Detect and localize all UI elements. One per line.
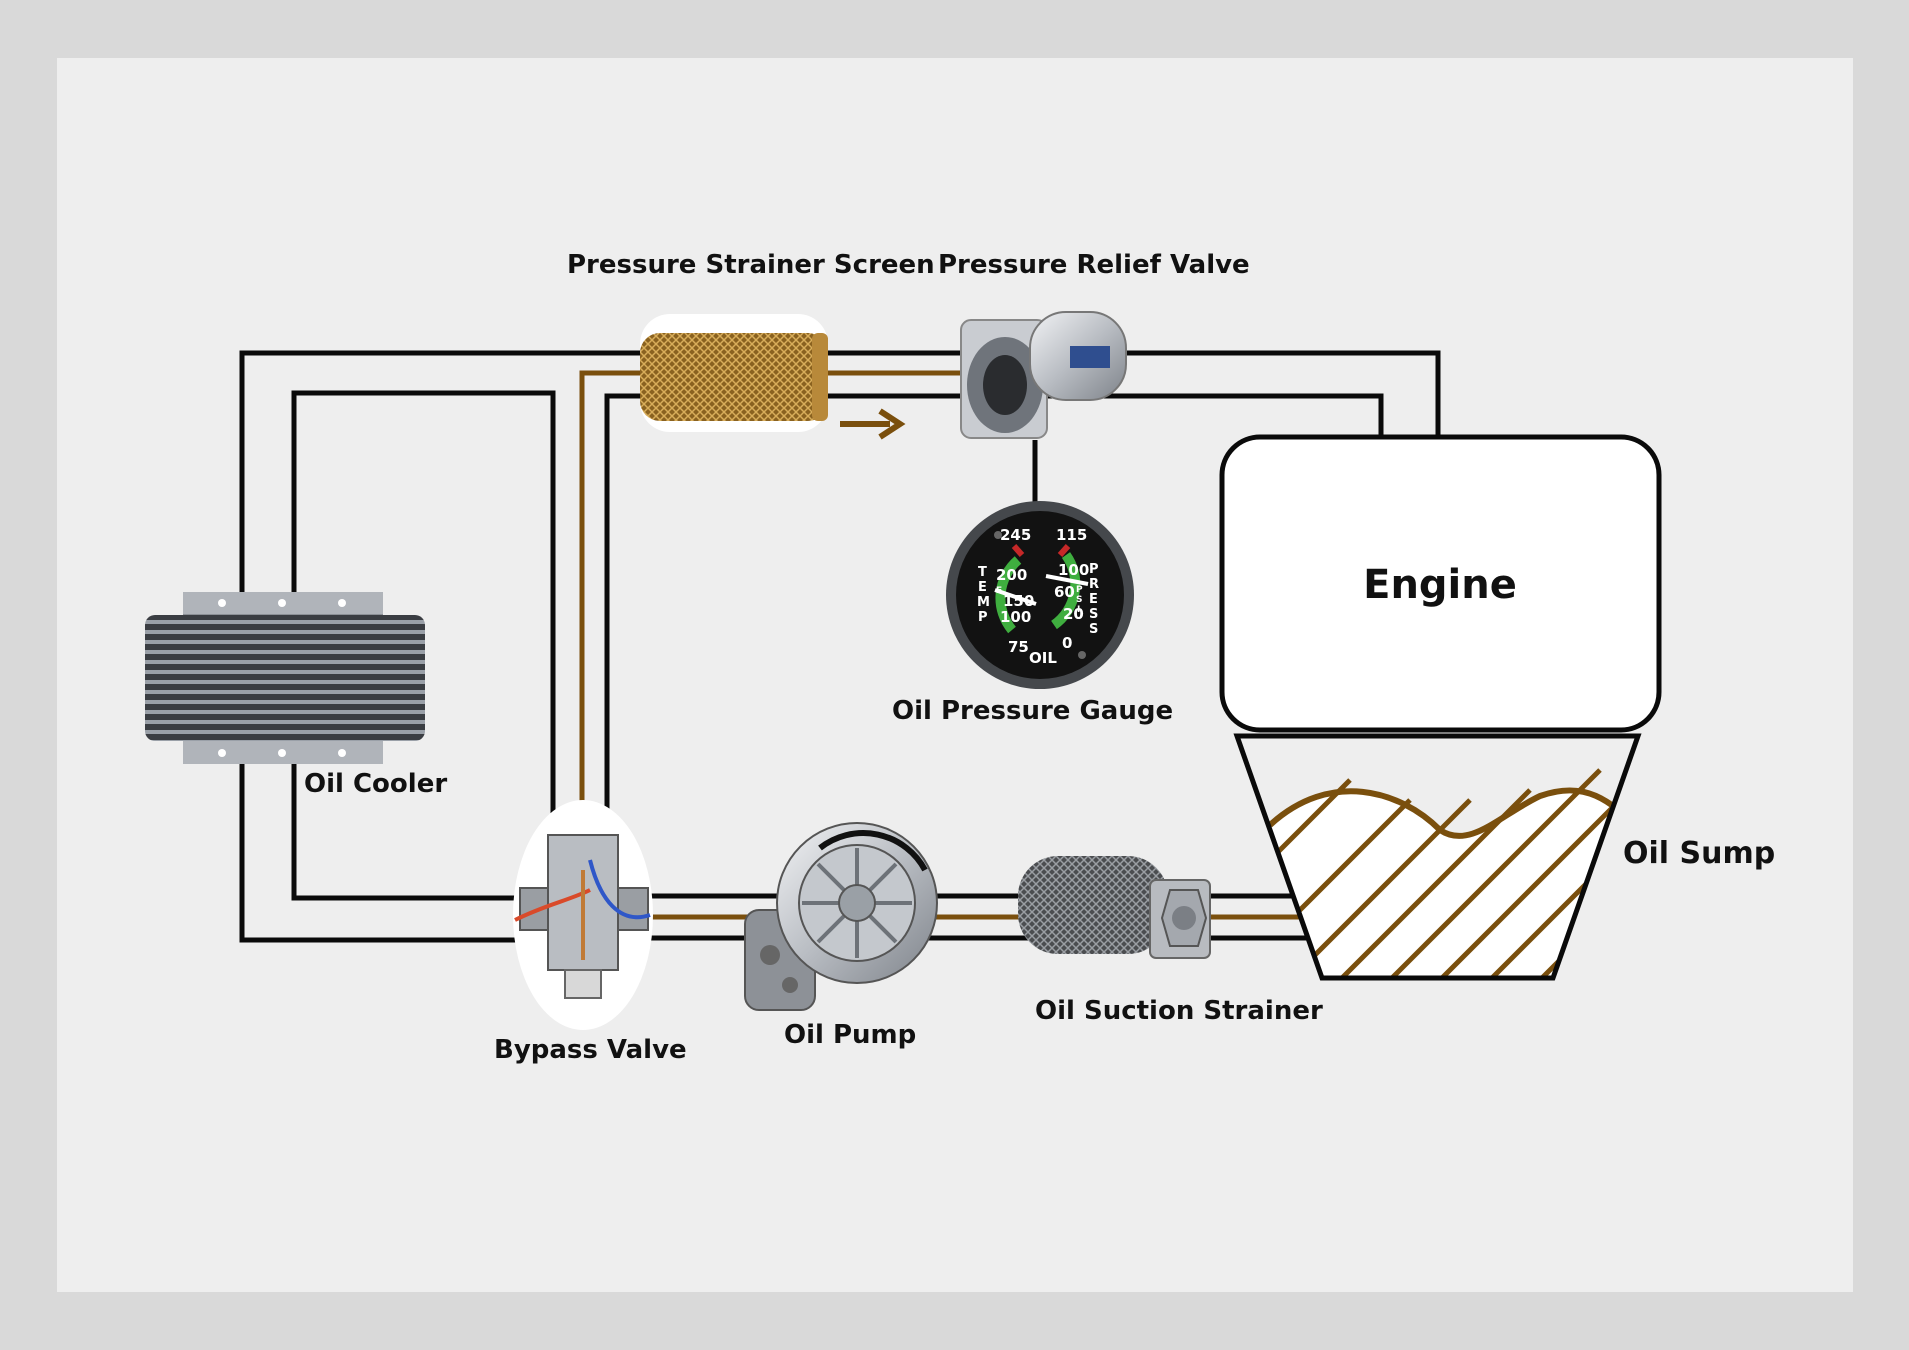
gauge-unit-s: S: [1076, 595, 1082, 605]
oil-suction-strainer: [1018, 856, 1211, 959]
gauge-press-letter-r: R: [1089, 577, 1099, 592]
oil-pump: [744, 822, 938, 1011]
pressure-strainer-screen-label: Pressure Strainer Screen: [567, 250, 935, 280]
oil-sump: [1233, 733, 1642, 981]
pipe-cooler-outer-bottom: [239, 762, 520, 943]
oil-line-top: [579, 370, 975, 896]
oil-cooler: [145, 592, 425, 764]
press-needle: [1045, 574, 1089, 586]
oil-pump-label: Oil Pump: [784, 1020, 916, 1050]
gauge-temp-letter-t: T: [978, 565, 987, 580]
pipe-outer-top: [239, 350, 1441, 593]
strainer-mesh: [640, 333, 828, 421]
pressure-strainer-screen: [640, 314, 828, 432]
bypass-blue-flow: [588, 859, 651, 920]
oil-sump-label: Oil Sump: [1623, 836, 1775, 871]
gauge-press-letter-s2: S: [1089, 622, 1098, 637]
bypass-valve: [513, 800, 653, 1030]
oil-pressure-gauge: 245 200 150 100 75 115 100 60 20 0 T E M…: [946, 501, 1134, 689]
gauge-temp-tick-150: 150: [1003, 592, 1034, 610]
oil-suction-strainer-label: Oil Suction Strainer: [1035, 996, 1323, 1026]
gauge-unit-i: I: [1077, 605, 1080, 615]
oil-cooler-label: Oil Cooler: [304, 769, 447, 799]
gauge-temp-letter-m: M: [977, 595, 990, 610]
engine-box: [1219, 434, 1662, 733]
gauge-press-letter-e: E: [1089, 592, 1098, 607]
suction-strainer-mesh: [1018, 856, 1168, 954]
gauge-temp-letter-e: E: [978, 580, 987, 595]
pressure-relief-valve: [960, 311, 1127, 439]
flow-arrow: [840, 408, 906, 440]
gauge-unit-p: P: [1076, 585, 1083, 595]
press-green-arc: [1050, 552, 1081, 630]
oil-sump-fluid: [1237, 758, 1638, 978]
gauge-press-letter-p: P: [1089, 562, 1099, 577]
pipe-inner-top: [291, 390, 556, 896]
gauge-press-tick-100: 100: [1058, 561, 1089, 579]
pressure-relief-valve-label: Pressure Relief Valve: [938, 250, 1250, 280]
gauge-temp-tick-245: 245: [1000, 526, 1031, 544]
engine-label: Engine: [1363, 562, 1517, 608]
oil-sump-outline: [1233, 733, 1642, 981]
gauge-press-tick-20: 20: [1063, 605, 1084, 623]
gauge-temp-tick-100: 100: [1000, 608, 1031, 626]
temp-needle: [994, 588, 1037, 606]
gauge-press-tick-60: 60: [1054, 583, 1075, 601]
gauge-press-tick-115: 115: [1056, 526, 1087, 544]
bypass-valve-label: Bypass Valve: [494, 1035, 687, 1065]
gauge-temp-tick-200: 200: [996, 566, 1027, 584]
gauge-press-letter-s1: S: [1089, 607, 1098, 622]
pipe-cooler-inner-bottom: [291, 762, 520, 901]
oil-pressure-gauge-label: Oil Pressure Gauge: [892, 696, 1173, 726]
gauge-temp-tick-75: 75: [1008, 638, 1029, 656]
gauge-unit-f: F: [996, 586, 1002, 596]
gauge-temp-letter-p: P: [978, 610, 988, 625]
gauge-press-tick-0: 0: [1062, 634, 1072, 652]
gauge-oil-word: OIL: [1029, 649, 1057, 667]
relief-valve-label-plate: [1070, 346, 1110, 368]
oil-cooler-fins: [145, 615, 425, 741]
